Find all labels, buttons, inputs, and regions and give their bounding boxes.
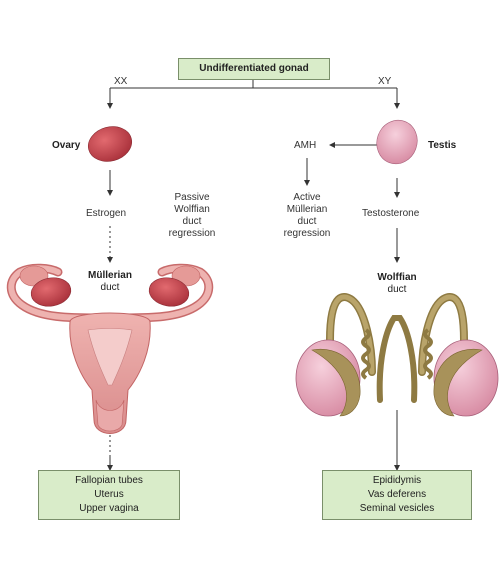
xy-label: XY — [378, 76, 392, 87]
ovary-label: Ovary — [52, 140, 81, 151]
male-outcome-box: Epididymis Vas deferens Seminal vesicles — [322, 470, 472, 520]
amh-label: AMH — [294, 140, 317, 151]
regression-line: Active — [293, 192, 321, 203]
testosterone-label: Testosterone — [362, 208, 420, 219]
regression-line: Müllerian — [286, 204, 328, 215]
active-mullerian-regression-label: Active Müllerian duct regression — [272, 192, 342, 240]
outcome-line: Seminal vesicles — [359, 503, 435, 514]
regression-line: duct — [297, 216, 317, 227]
male-tract-illustration — [295, 293, 499, 417]
regression-line: Passive — [174, 192, 210, 203]
outcome-line: Epididymis — [372, 475, 422, 486]
duct-line: Wolffian — [377, 272, 417, 283]
outcome-line: Vas deferens — [367, 489, 427, 500]
undifferentiated-gonad-label: Undifferentiated gonad — [199, 63, 309, 74]
duct-line: duct — [387, 284, 407, 295]
branch-connectors — [107, 80, 400, 109]
passive-wolffian-regression-label: Passive Wolffian duct regression — [156, 192, 228, 240]
regression-line: regression — [168, 228, 216, 239]
outcome-line: Fallopian tubes — [75, 475, 143, 486]
estrogen-label: Estrogen — [86, 208, 127, 219]
uterus-illustration — [6, 263, 214, 434]
mullerian-duct-label: Müllerian duct — [78, 270, 142, 294]
wolffian-duct-label: Wolffian duct — [364, 272, 430, 296]
outcome-line: Upper vagina — [79, 503, 139, 514]
testis-shape — [376, 119, 418, 165]
ovary-shape — [87, 126, 133, 162]
duct-line: duct — [100, 282, 120, 293]
outcome-line: Uterus — [94, 489, 124, 500]
regression-line: Wolffian — [174, 204, 210, 215]
male-arrows — [304, 142, 400, 471]
regression-line: regression — [283, 228, 331, 239]
xx-label: XX — [114, 76, 128, 87]
regression-line: duct — [182, 216, 202, 227]
female-outcome-box: Fallopian tubes Uterus Upper vagina — [38, 470, 180, 520]
testis-label: Testis — [428, 140, 457, 151]
undifferentiated-gonad-box: Undifferentiated gonad — [178, 58, 330, 80]
duct-line: Müllerian — [88, 270, 132, 281]
